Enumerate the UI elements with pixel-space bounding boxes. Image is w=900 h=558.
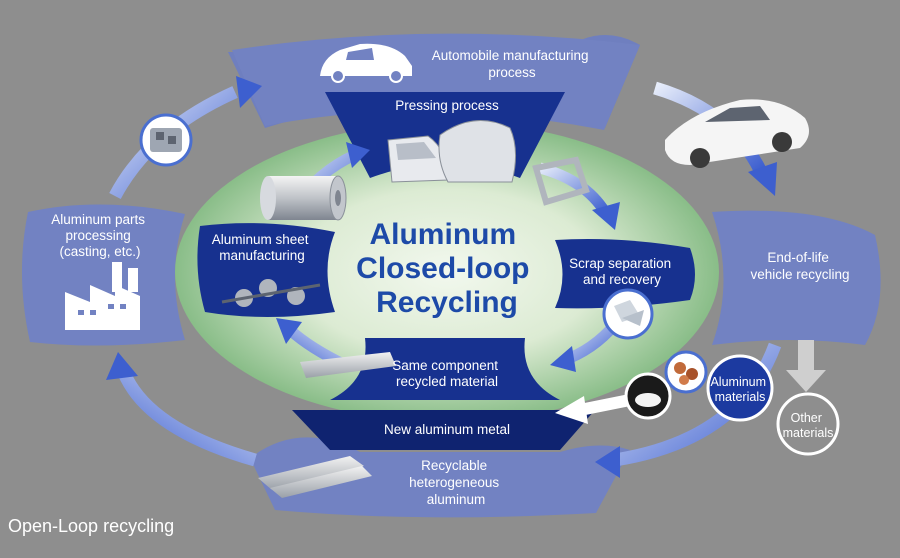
parts-line-1: Aluminum parts — [51, 212, 145, 227]
scrap-line-2: and recovery — [583, 272, 661, 287]
sheet-line-2: manufacturing — [219, 248, 305, 263]
other-materials-circle — [776, 392, 840, 456]
sedan-icon — [665, 99, 809, 168]
svg-text:Other materials: Other materials — [783, 411, 834, 440]
aluminum-materials-circle — [706, 354, 774, 422]
other-materials-line-2: materials — [783, 426, 834, 440]
arrow-head — [236, 76, 262, 108]
automobile-line-1: Automobile manufacturing — [432, 48, 589, 63]
parts-line-3: (casting, etc.) — [59, 244, 140, 259]
recyclable-line-2: heterogeneous — [409, 475, 499, 490]
aluminum-materials-line-1: Aluminum — [710, 375, 766, 389]
arrow-head — [276, 318, 302, 344]
inner-segment-scrap — [555, 239, 695, 309]
svg-text:Same component recycled ma: Same component recycled material — [392, 358, 502, 389]
down-arrow-icon — [786, 340, 826, 392]
engine-part-icon — [139, 113, 193, 167]
recyclable-line-1: Recyclable — [421, 458, 487, 473]
arrow-head — [106, 352, 138, 380]
outer-segment-end-of-life — [712, 210, 881, 345]
same-component-line-1: Same component — [392, 358, 498, 373]
parts-line-2: processing — [65, 228, 130, 243]
recyclable-line-3: aluminum — [427, 492, 486, 507]
car-door-icon — [387, 135, 449, 183]
center-line-1: Aluminum — [369, 218, 516, 251]
aluminum-materials-line-2: materials — [715, 390, 766, 404]
arrow-head — [555, 396, 588, 424]
arrow-pressing-to-scrap — [538, 162, 610, 216]
eol-line-1: End-of-life — [767, 250, 829, 265]
inner-segment-new-metal — [292, 410, 595, 450]
automobile-line-2: process — [488, 65, 536, 80]
svg-text:Aluminum Closed-loop R: Aluminum Closed-loop Recycling — [356, 218, 538, 319]
svg-text:Recyclable heterogeneous: Recyclable heterogeneous aluminum — [409, 458, 503, 507]
svg-text:Aluminum parts processing: Aluminum parts processing (casting, etc.… — [51, 212, 149, 259]
outer-segment-parts — [21, 204, 185, 346]
car-icon — [320, 43, 412, 83]
hood-icon — [438, 119, 516, 183]
aluminum-coil-icon — [260, 175, 347, 221]
open-loop-label: Open-Loop recycling — [8, 516, 175, 536]
pressing-label: Pressing process — [395, 98, 499, 113]
new-metal-label: New aluminum metal — [384, 422, 510, 437]
svg-text:End-of-life vehicle recycl: End-of-life vehicle recycling — [750, 250, 849, 282]
same-component-line-2: recycled material — [396, 374, 498, 389]
svg-text:Scrap separation and recov: Scrap separation and recovery — [569, 256, 675, 287]
copper-nuggets-icon — [664, 350, 708, 394]
arrow-head — [346, 142, 370, 168]
scrap-frame-icon — [532, 156, 590, 206]
svg-text:Aluminum materials: Aluminum materials — [710, 375, 769, 404]
other-materials-line-1: Other — [791, 411, 822, 425]
scrap-line-1: Scrap separation — [569, 256, 671, 271]
center-line-3: Recycling — [376, 286, 518, 319]
factory-icon — [65, 262, 140, 330]
ingots-icon — [258, 352, 396, 498]
scrap-flakes-icon — [602, 288, 654, 340]
eol-line-2: vehicle recycling — [750, 267, 849, 282]
arrow-head — [595, 446, 620, 478]
arrow-recyclable-to-parts — [119, 372, 257, 467]
sheet-line-1: Aluminum sheet — [212, 232, 309, 247]
center-line-2: Closed-loop — [356, 252, 529, 285]
aluminum-powder-icon — [624, 372, 672, 420]
arrow-head — [592, 202, 620, 230]
svg-text:Automobile manufacturing p: Automobile manufacturing process — [432, 48, 593, 80]
arrow-head — [748, 162, 777, 196]
rolling-mill-icon — [221, 279, 321, 307]
arrow-head — [550, 346, 576, 372]
svg-text:Aluminum sheet manufacturi: Aluminum sheet manufacturing — [212, 232, 313, 263]
